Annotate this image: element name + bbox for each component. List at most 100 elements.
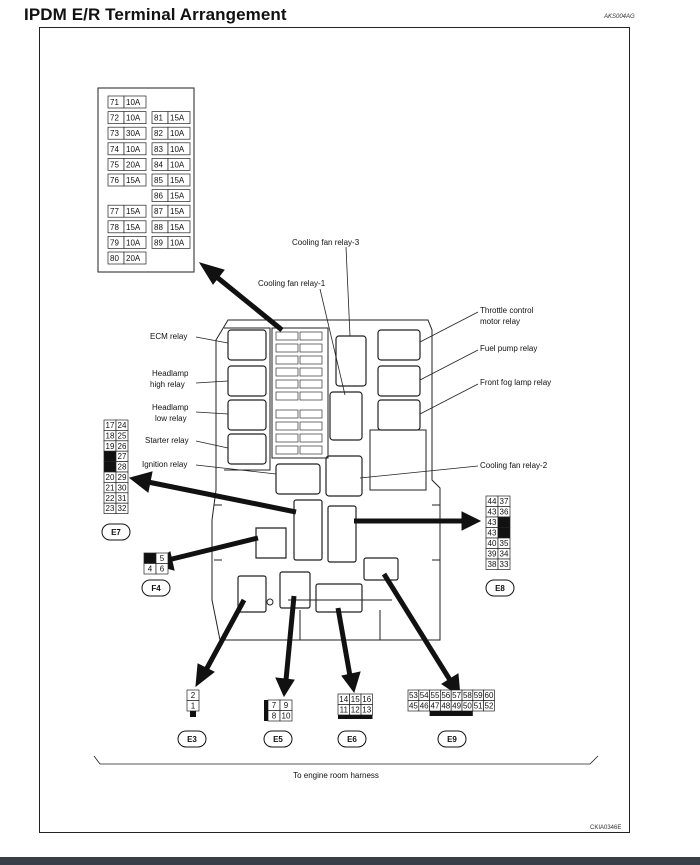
fuse-cell-text: 79 (110, 238, 119, 247)
fuse-cell-text: 74 (110, 145, 119, 154)
svg-text:E6: E6 (347, 735, 357, 744)
fuse-cell-text: 20A (126, 254, 141, 263)
fuse-cell (167, 142, 191, 156)
page-title: IPDM E/R Terminal Arrangement (24, 5, 287, 24)
badge-f4: F4 (141, 579, 171, 597)
throttle-relay-socket (377, 329, 421, 361)
fuse-cell-text: 10A (170, 238, 185, 247)
pin-number: 20 (106, 473, 115, 482)
svg-text:E3: E3 (187, 735, 197, 744)
harness-bracket (93, 755, 599, 765)
cooling-fan-relay-1-socket (329, 391, 363, 441)
fuse-cell-text: 10A (170, 160, 185, 169)
reference-code-top: AKS004AG (604, 14, 635, 20)
pin-number: 36 (500, 508, 509, 517)
fuse-cell-text: 10A (126, 145, 141, 154)
cooling-fan-relay-2-socket (325, 455, 363, 497)
fuse-cell-text: 87 (154, 207, 163, 216)
label-headlamp-high-2: high relay (150, 380, 185, 389)
svg-text:F4: F4 (151, 584, 161, 593)
pin-number: 47 (431, 702, 440, 711)
starter-relay-socket (227, 433, 267, 465)
fuse-cell-text: 20A (126, 160, 141, 169)
e9-socket (363, 557, 399, 581)
label-headlamp-low-1: Headlamp (152, 403, 189, 412)
fuse-cell-text: 15A (170, 176, 185, 185)
key-mark (338, 715, 373, 719)
fuse-cell (167, 126, 191, 140)
pin-number: 22 (106, 494, 115, 503)
fuse-cell (167, 220, 191, 234)
pin-number: 9 (284, 701, 289, 710)
fuse-cell-text: 10A (170, 145, 185, 154)
pin-number: 14 (339, 695, 348, 704)
pin-number: 44 (488, 497, 497, 506)
badge-e3: E3 (177, 730, 207, 748)
fuse-cell-text: 15A (126, 176, 141, 185)
pin-number: 40 (488, 539, 497, 548)
fuse-cell (123, 126, 147, 140)
pin-cell (483, 700, 495, 712)
pin-number: 12 (351, 706, 360, 715)
footer-bar (0, 857, 700, 865)
fuse-cell (123, 204, 147, 218)
svg-text:E5: E5 (273, 735, 283, 744)
pin-number: 29 (118, 473, 127, 482)
e7-socket (293, 499, 323, 561)
label-throttle-control-1: Throttle control (480, 306, 534, 315)
pin-number: 7 (272, 701, 277, 710)
fuel-pump-relay-socket (377, 365, 421, 397)
fuse-cell-text: 10A (126, 114, 141, 123)
pin-number: 19 (106, 442, 115, 451)
pin-number: 17 (106, 421, 115, 430)
fuse-cell-text: 15A (170, 192, 185, 201)
pin-number: 48 (441, 702, 450, 711)
harness-caption: To engine room harness (293, 771, 379, 780)
ipdm-housing (211, 319, 441, 641)
label-headlamp-low-2: low relay (155, 414, 187, 423)
pin-cell (103, 461, 117, 473)
fuse-cell-text: 82 (154, 129, 163, 138)
f4-socket (255, 527, 287, 559)
pin-number: 27 (118, 452, 127, 461)
svg-text:E8: E8 (495, 584, 505, 593)
pin-number: 45 (409, 702, 418, 711)
e6-socket (315, 583, 363, 613)
fuse-cell-text: 88 (154, 223, 163, 232)
fuse-cell-text: 84 (154, 160, 163, 169)
fuse-cell-text: 15A (170, 114, 185, 123)
fuse-cell (123, 173, 147, 187)
pin-number: 26 (118, 442, 127, 451)
badge-e5: E5 (263, 730, 293, 748)
pin-number: 24 (118, 421, 127, 430)
pin-number: 13 (362, 706, 371, 715)
key-mark (264, 700, 268, 721)
fuse-cell-text: 75 (110, 160, 119, 169)
label-ecm-relay: ECM relay (150, 332, 187, 341)
badge-e7: E7 (101, 523, 131, 541)
label-fuel-pump-relay: Fuel pump relay (480, 344, 537, 353)
pin-number: 35 (500, 539, 509, 548)
leader-lines (195, 246, 479, 479)
front-fog-relay-socket (377, 399, 421, 431)
pin-number: 4 (148, 565, 153, 574)
pin-number: 30 (118, 483, 127, 492)
fuse-cell-text: 10A (126, 98, 141, 107)
fuse-cell-text: 86 (154, 192, 163, 201)
pin-number: 10 (282, 712, 291, 721)
pin-cell (103, 450, 117, 462)
label-cooling-fan-relay-1: Cooling fan relay-1 (258, 279, 326, 288)
fuse-cell (167, 236, 191, 249)
pin-number: 58 (463, 691, 472, 700)
diagram-frame (39, 27, 630, 833)
pin-number: 49 (452, 702, 461, 711)
fuse-cell (123, 251, 147, 265)
cooling-fan-relay-3-socket (335, 335, 367, 387)
fuse-cell-text: 15A (170, 223, 185, 232)
relay-sockets (227, 329, 421, 497)
pin-number: 37 (500, 497, 509, 506)
